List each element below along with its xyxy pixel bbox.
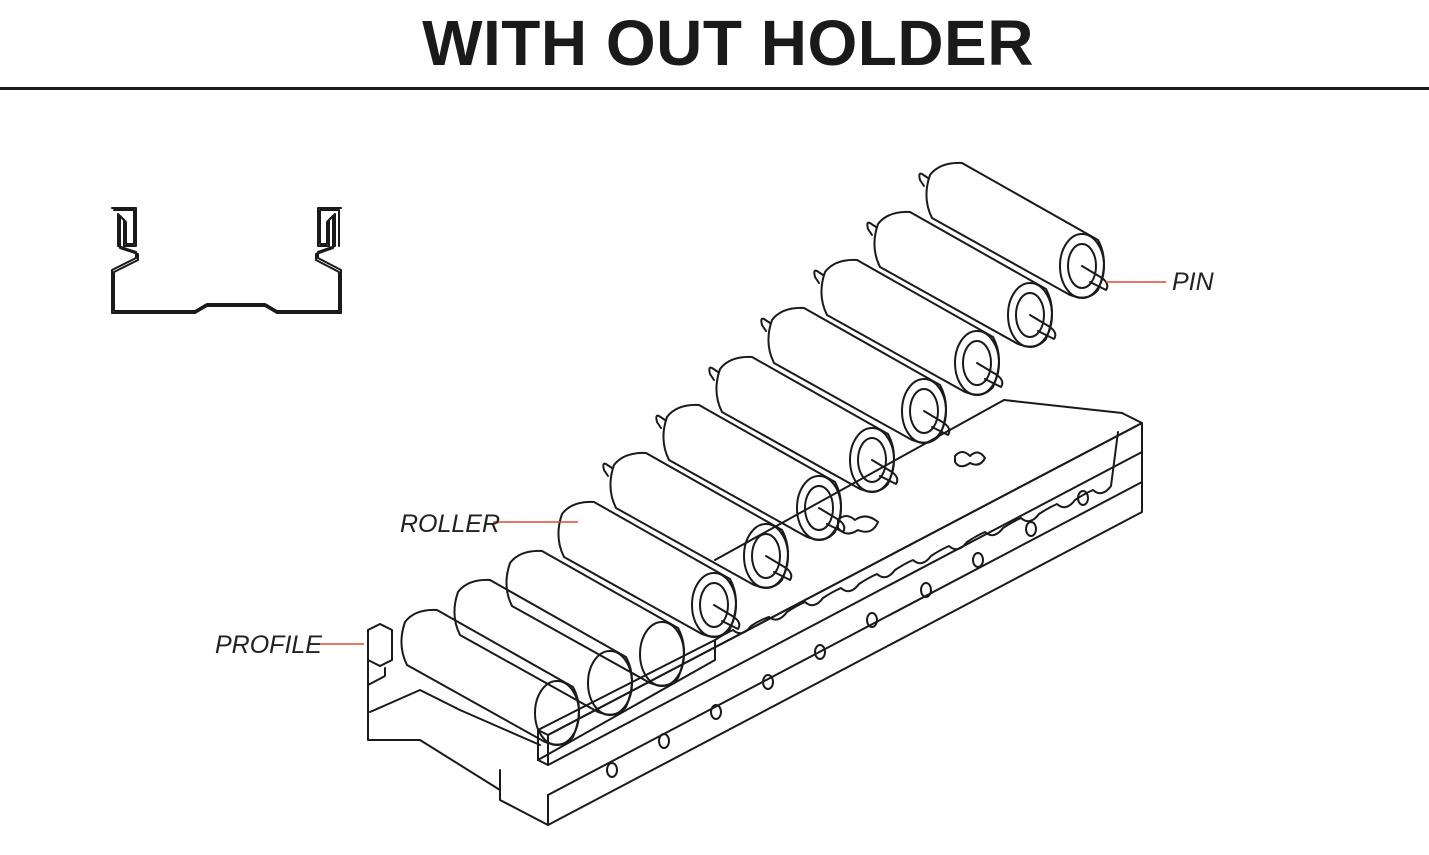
roller-label: ROLLER bbox=[400, 510, 500, 538]
base-slot bbox=[954, 451, 986, 468]
profile-holes bbox=[606, 490, 1089, 778]
roller-6 bbox=[655, 403, 846, 541]
roller-5 bbox=[708, 355, 899, 493]
profile-rail-right bbox=[499, 412, 1143, 826]
profile-label: PROFILE bbox=[215, 631, 322, 659]
roller-1 bbox=[918, 161, 1109, 299]
title-divider bbox=[0, 87, 1429, 90]
base-slot bbox=[837, 515, 879, 535]
pin-label: PIN bbox=[1172, 268, 1215, 296]
roller-3 bbox=[813, 258, 1004, 396]
roller-9 bbox=[505, 549, 685, 687]
page-title: WITH OUT HOLDER bbox=[422, 7, 1034, 79]
roller-2 bbox=[866, 210, 1057, 348]
roller-11 bbox=[400, 608, 580, 746]
profile-base bbox=[367, 399, 1123, 791]
profile-cross-section bbox=[111, 207, 342, 314]
roller-4 bbox=[760, 306, 951, 444]
roller-7 bbox=[602, 451, 793, 589]
roller-8 bbox=[557, 500, 741, 638]
roller-10 bbox=[453, 578, 633, 716]
